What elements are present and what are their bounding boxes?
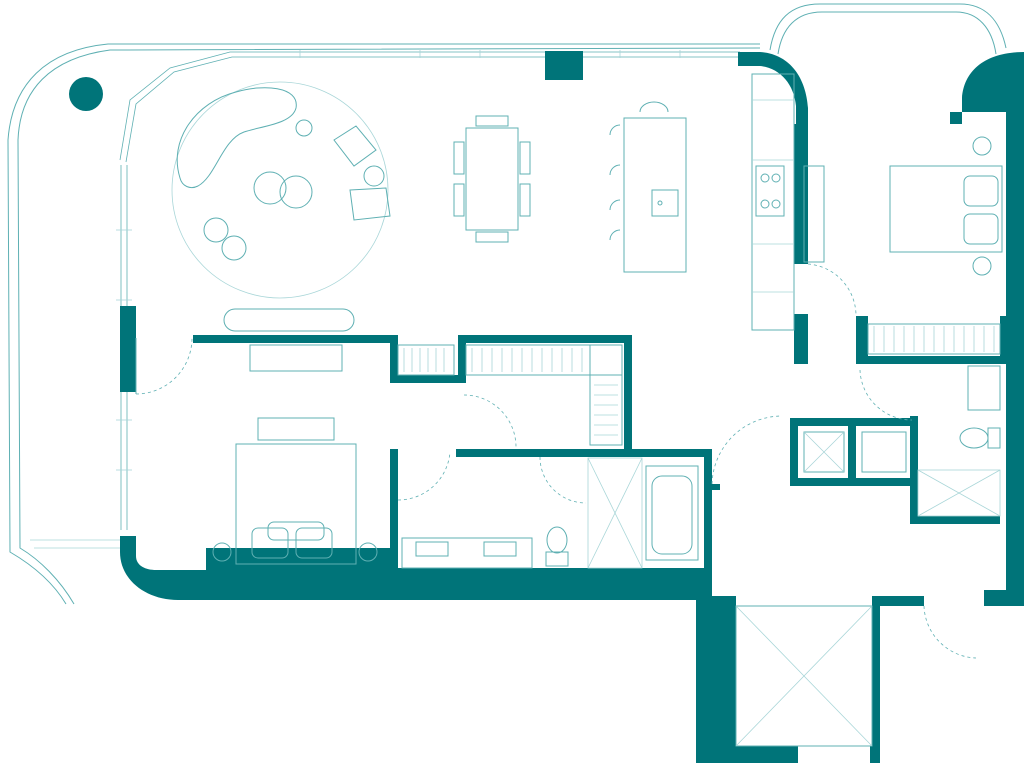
- window-glazing: [116, 50, 740, 530]
- kitchen-island-icon: [609, 101, 687, 273]
- elevator-core: [735, 605, 873, 747]
- toilet-icon-2: [959, 427, 1001, 449]
- bed-icon-2: [889, 136, 1003, 276]
- living-area: [171, 81, 391, 332]
- round-column-icon: [69, 77, 103, 111]
- bathtub-icon: [645, 465, 699, 561]
- terrace-outline: [7, 3, 1007, 605]
- closet-hangers: [397, 323, 1001, 446]
- top-column: [545, 51, 583, 80]
- interior-lines: [135, 73, 1003, 747]
- cooktop-icon: [755, 165, 785, 217]
- left-wall-pier: [120, 306, 136, 392]
- armchair-icon: [333, 125, 391, 221]
- bath-1-fixtures: [401, 457, 699, 569]
- bath-2-fixtures: [917, 365, 1001, 517]
- sink-icon: [483, 541, 517, 557]
- bed-icon: [212, 417, 378, 565]
- dryer-icon: [861, 431, 907, 473]
- sink-icon: [415, 541, 449, 557]
- washer-icon: [803, 431, 845, 473]
- door-swings: [135, 263, 977, 659]
- sink-icon: [651, 189, 679, 217]
- sofa-icon: [176, 87, 297, 189]
- dining-table-icon: [453, 115, 531, 243]
- toilet-icon: [545, 526, 569, 567]
- structural-walls: [69, 51, 1024, 763]
